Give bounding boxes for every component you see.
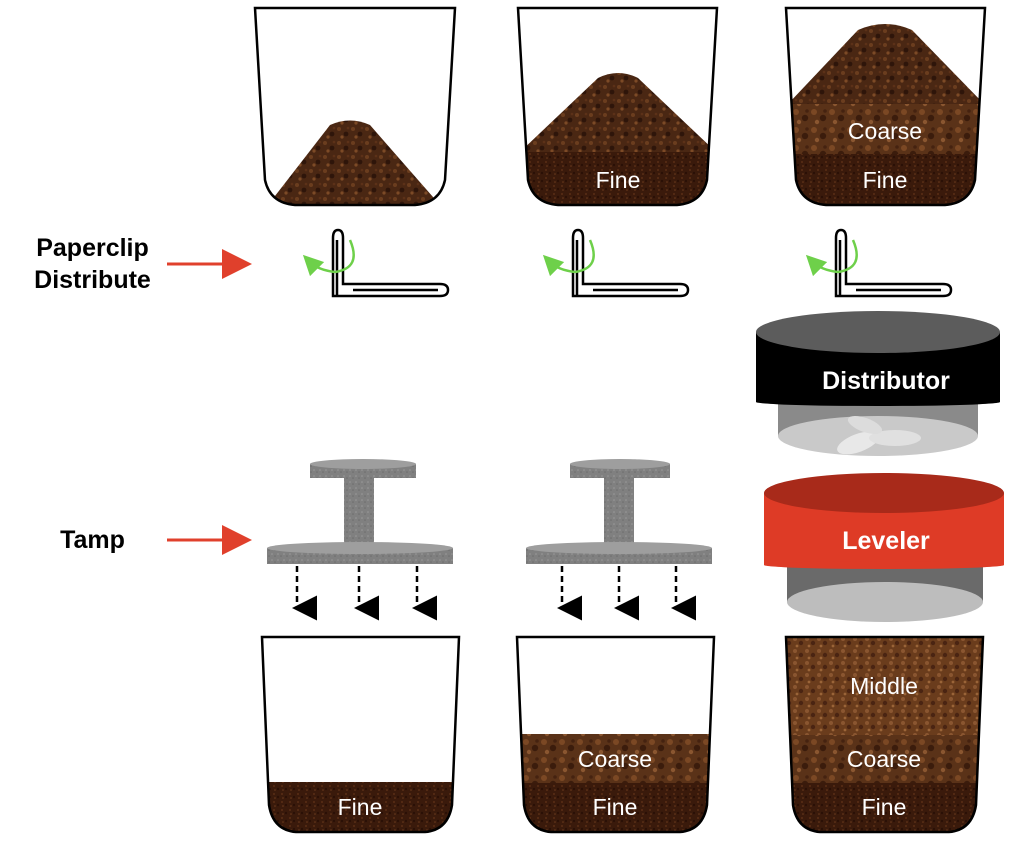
paperclip-icon-1 xyxy=(302,228,450,298)
layer-label-fine: Fine xyxy=(596,167,641,193)
fine-layer xyxy=(786,782,983,832)
coffee-mound xyxy=(520,73,716,152)
bottom-cup-2: Coarse Fine xyxy=(515,635,716,834)
layer-label-coarse: Coarse xyxy=(578,746,652,772)
fine-layer xyxy=(517,782,714,832)
paperclip-icon-2 xyxy=(542,228,690,298)
paperclip-label-line1: Paperclip xyxy=(36,234,149,262)
coarse-layer xyxy=(786,104,985,154)
bottom-cup-1: Fine xyxy=(260,635,461,834)
layer-label-fine: Fine xyxy=(338,794,383,820)
layer-label-coarse: Coarse xyxy=(848,118,922,144)
top-cup-2: Fine xyxy=(516,6,719,207)
fine-layer xyxy=(262,782,459,832)
middle-layer xyxy=(786,637,983,735)
coarse-layer xyxy=(517,734,714,783)
top-cup-3: Coarse Fine xyxy=(784,6,987,207)
coarse-layer xyxy=(786,734,983,783)
leveler-label: Leveler xyxy=(842,527,930,555)
layer-label-fine: Fine xyxy=(863,167,908,193)
tamp-label: Tamp xyxy=(60,526,125,554)
layer-label-coarse: Coarse xyxy=(847,746,921,772)
bottom-cup-3: Middle Coarse Fine xyxy=(784,635,985,834)
fine-layer xyxy=(786,152,985,205)
top-cup-1 xyxy=(253,6,457,207)
paperclip-icon-3 xyxy=(805,228,953,298)
tamper-2 xyxy=(526,459,712,621)
paperclip-label-line2: Distribute xyxy=(34,266,151,294)
coffee-mound xyxy=(788,24,984,104)
distributor-label: Distributor xyxy=(822,367,950,395)
layer-label-fine: Fine xyxy=(862,794,907,820)
layer-label-middle: Middle xyxy=(850,673,918,699)
tamper-1 xyxy=(267,459,453,621)
layer-label-fine: Fine xyxy=(593,794,638,820)
distributor-tool: Distributor xyxy=(756,311,1000,456)
fine-layer xyxy=(518,152,717,205)
paperclip-distribute-label: Paperclip Distribute xyxy=(20,232,165,296)
coffee-mound xyxy=(268,120,440,205)
leveler-tool: Leveler xyxy=(764,473,1004,622)
